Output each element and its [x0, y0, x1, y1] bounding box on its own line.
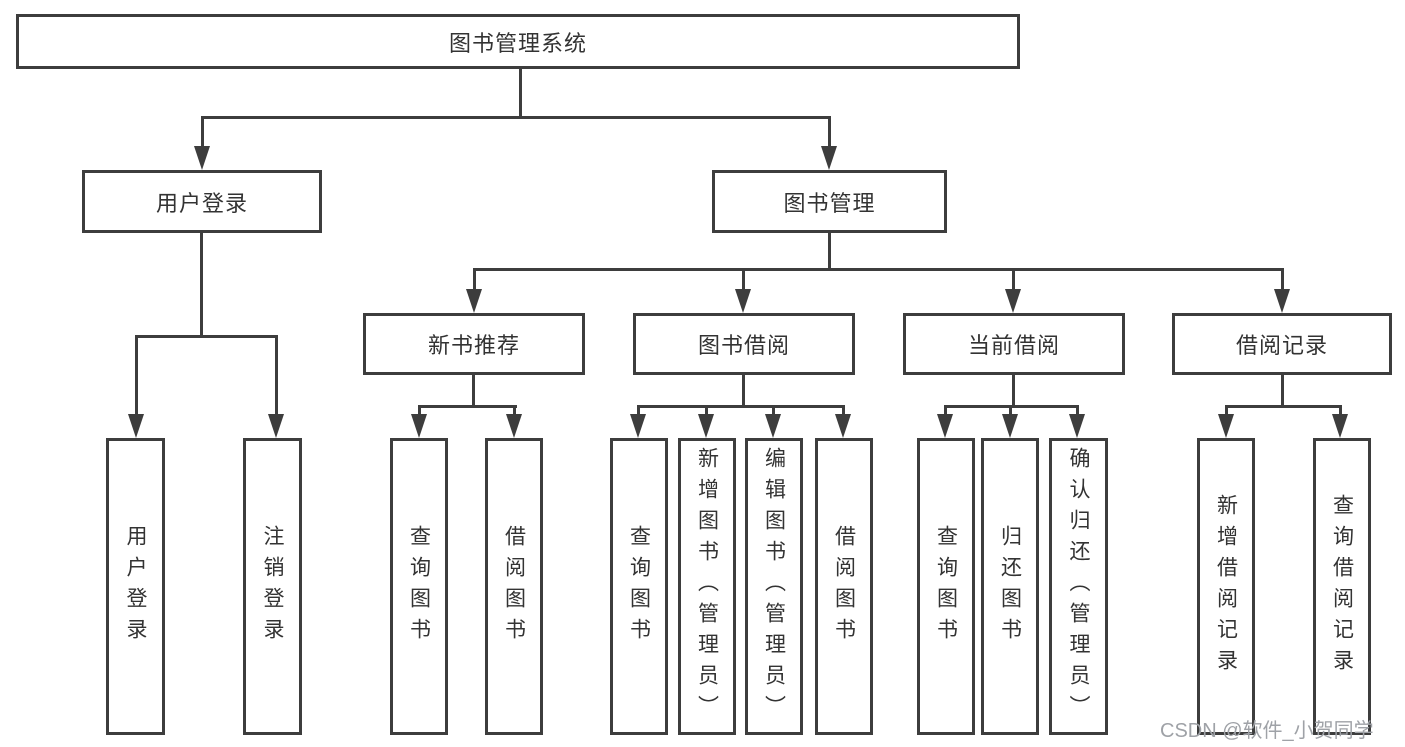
arrowhead-icon	[937, 414, 953, 438]
edge-to-user-login	[201, 116, 204, 150]
leaf-newbook-borrow-book: 借阅图书	[485, 438, 543, 735]
edge-leaf	[1076, 405, 1079, 417]
leaf-current-return-book: 归还图书	[981, 438, 1039, 735]
arrowhead-icon	[466, 289, 482, 313]
leaf-current-return-book-label: 归还图书	[998, 524, 1022, 649]
arrowhead-icon	[835, 414, 851, 438]
leaf-user-login-label: 用户登录	[124, 524, 147, 649]
edge-root-split	[201, 116, 831, 119]
node-current-borrow-label: 当前借阅	[967, 333, 1060, 358]
node-new-book-recommend: 新书推荐	[363, 313, 585, 375]
node-user-login: 用户登录	[82, 170, 322, 233]
leaf-current-query-book-label: 查询图书	[934, 524, 958, 649]
leaf-borrow-borrow-book-label: 借阅图书	[832, 524, 856, 649]
arrowhead-icon	[630, 414, 646, 438]
leaf-user-login: 用户登录	[106, 438, 165, 735]
arrowhead-icon	[765, 414, 781, 438]
edge-to-borrow-records	[1281, 268, 1284, 292]
edge-root-trunk	[519, 69, 522, 118]
edge-leaf	[1225, 405, 1228, 417]
node-new-book-recommend-label: 新书推荐	[427, 333, 520, 358]
leaf-logout: 注销登录	[243, 438, 302, 735]
arrowhead-icon	[1002, 414, 1018, 438]
arrowhead-icon	[735, 289, 751, 313]
edge-to-book-management	[828, 116, 831, 150]
node-root: 图书管理系统	[16, 14, 1020, 69]
arrowhead-icon	[1005, 289, 1021, 313]
arrowhead-icon	[1274, 289, 1290, 313]
node-borrow-records: 借阅记录	[1172, 313, 1392, 375]
leaf-newbook-query-book-label: 查询图书	[407, 524, 431, 649]
arrowhead-icon	[698, 414, 714, 438]
edge-leaf	[637, 405, 640, 417]
leaf-records-query-label: 查询借阅记录	[1330, 493, 1354, 680]
leaf-borrow-borrow-book: 借阅图书	[815, 438, 873, 735]
leaf-records-query: 查询借阅记录	[1313, 438, 1371, 735]
edge-leaf	[772, 405, 775, 417]
edge-book-management-split	[473, 268, 1284, 271]
edge-borrow-records-trunk	[1281, 375, 1284, 407]
edge-leaf	[418, 405, 421, 417]
edge-to-book-borrow	[742, 268, 745, 292]
edge-user-login-split	[135, 335, 278, 338]
arrowhead-icon	[268, 414, 284, 438]
leaf-current-confirm-return-admin: 确认归还（管理员）	[1049, 438, 1108, 735]
edge-leaf	[1339, 405, 1342, 417]
edge-book-borrow-trunk	[742, 375, 745, 407]
leaf-logout-label: 注销登录	[261, 524, 284, 649]
edge-leaf	[705, 405, 708, 417]
watermark: CSDN @软件_小贺同学	[1160, 720, 1374, 742]
leaf-borrow-edit-book-admin: 编辑图书（管理员）	[745, 438, 803, 735]
leaf-borrow-edit-book-admin-label: 编辑图书（管理员）	[762, 447, 786, 726]
edge-leaf	[944, 405, 947, 417]
node-user-login-label: 用户登录	[155, 190, 248, 216]
leaf-current-confirm-return-admin-label: 确认归还（管理员）	[1067, 447, 1090, 726]
node-book-management-label: 图书管理	[783, 190, 876, 216]
edge-borrow-records-split	[1225, 405, 1342, 408]
arrowhead-icon	[194, 146, 210, 170]
node-book-borrow-label: 图书借阅	[697, 333, 790, 358]
arrowhead-icon	[1069, 414, 1085, 438]
edge-to-leaf-login	[135, 335, 138, 417]
node-current-borrow: 当前借阅	[903, 313, 1125, 375]
leaf-records-add: 新增借阅记录	[1197, 438, 1255, 735]
arrowhead-icon	[1218, 414, 1234, 438]
arrowhead-icon	[821, 146, 837, 170]
node-root-label: 图书管理系统	[448, 30, 587, 56]
leaf-records-add-label: 新增借阅记录	[1214, 493, 1238, 680]
edge-leaf	[513, 405, 516, 417]
arrowhead-icon	[1332, 414, 1348, 438]
edge-new-book-trunk	[472, 375, 475, 407]
leaf-borrow-add-book-admin-label: 新增图书（管理员）	[695, 447, 719, 726]
edge-new-book-split	[418, 405, 517, 408]
node-book-borrow: 图书借阅	[633, 313, 855, 375]
edge-book-borrow-split	[637, 405, 845, 408]
edge-to-current-borrow	[1012, 268, 1015, 292]
arrowhead-icon	[128, 414, 144, 438]
edge-to-new-book	[473, 268, 476, 292]
edge-book-management-trunk	[828, 233, 831, 270]
edge-to-leaf-logout	[275, 335, 278, 417]
arrowhead-icon	[411, 414, 427, 438]
leaf-borrow-query-book-label: 查询图书	[627, 524, 651, 649]
arrowhead-icon	[506, 414, 522, 438]
leaf-newbook-borrow-book-label: 借阅图书	[502, 524, 526, 649]
node-borrow-records-label: 借阅记录	[1235, 333, 1328, 358]
edge-leaf	[1009, 405, 1012, 417]
leaf-borrow-add-book-admin: 新增图书（管理员）	[678, 438, 736, 735]
node-book-management: 图书管理	[712, 170, 947, 233]
edge-user-login-trunk	[200, 233, 203, 337]
leaf-current-query-book: 查询图书	[917, 438, 975, 735]
edge-current-borrow-trunk	[1012, 375, 1015, 407]
edge-leaf	[842, 405, 845, 417]
leaf-borrow-query-book: 查询图书	[610, 438, 668, 735]
leaf-newbook-query-book: 查询图书	[390, 438, 448, 735]
